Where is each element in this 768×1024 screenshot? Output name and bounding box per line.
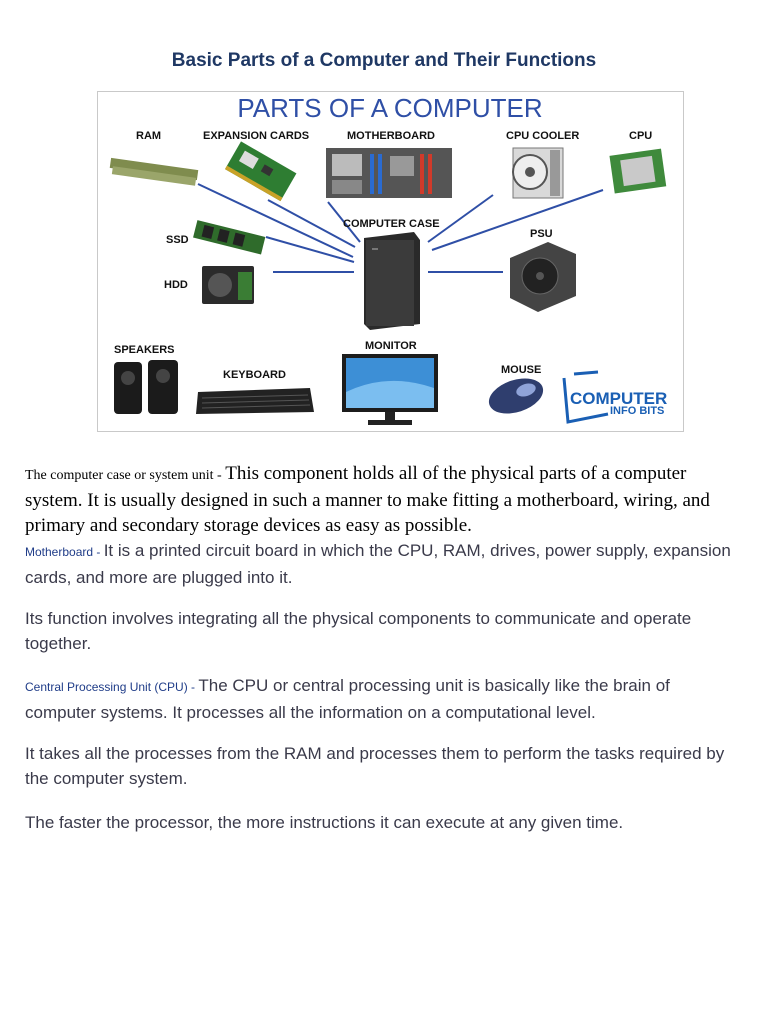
paragraph-cpu: Central Processing Unit (CPU) - The CPU …	[25, 673, 745, 725]
paragraph-lead: The computer case or system unit -	[25, 468, 226, 483]
label-cpu-cooler: CPU COOLER	[506, 130, 579, 142]
paragraph-lead: Motherboard -	[25, 545, 104, 559]
logo-line1: COMPUTER	[570, 389, 667, 408]
mouse-icon	[488, 378, 544, 414]
monitor-icon	[342, 354, 438, 425]
label-keyboard: KEYBOARD	[223, 369, 286, 381]
logo-line2: INFO BITS	[610, 405, 664, 417]
paragraph-text: This component holds all of the physical…	[25, 463, 710, 536]
label-cpu: CPU	[629, 130, 652, 142]
label-hdd: HDD	[164, 279, 188, 291]
label-ssd: SSD	[166, 234, 189, 246]
hdd-icon	[202, 266, 254, 304]
speakers-icon	[114, 360, 178, 414]
label-monitor: MONITOR	[365, 340, 417, 352]
paragraph-case: The computer case or system unit - This …	[25, 461, 745, 538]
figure-illustration: PARTS OF A COMPUTER RAM EXPANSION CARDS	[109, 93, 667, 425]
ssd-icon	[193, 220, 266, 255]
expansion-card-icon	[225, 141, 297, 202]
computer-case-icon	[364, 232, 420, 330]
label-computer-case: COMPUTER CASE	[343, 218, 440, 230]
label-motherboard: MOTHERBOARD	[347, 130, 435, 142]
figure-heading: PARTS OF A COMPUTER	[237, 93, 542, 123]
computer-info-bits-logo: COMPUTER INFO BITS	[562, 370, 667, 424]
psu-icon	[510, 242, 576, 312]
keyboard-icon	[196, 388, 314, 414]
label-psu: PSU	[530, 228, 553, 240]
page-title: Basic Parts of a Computer and Their Func…	[171, 50, 597, 71]
label-expansion-cards: EXPANSION CARDS	[203, 130, 309, 142]
paragraph-motherboard-function: Its function involves integrating all th…	[25, 609, 692, 653]
paragraph-motherboard: Motherboard - It is a printed circuit bo…	[25, 538, 745, 590]
motherboard-icon	[326, 148, 452, 198]
paragraph-text: It is a printed circuit board in which t…	[25, 541, 731, 587]
cpu-cooler-icon	[512, 147, 564, 199]
paragraph-cpu-speed: The faster the processor, the more instr…	[25, 813, 624, 832]
parts-of-computer-figure: PARTS OF A COMPUTER RAM EXPANSION CARDS	[97, 91, 684, 432]
label-speakers: SPEAKERS	[114, 344, 175, 356]
paragraph-text: The CPU or central processing unit is ba…	[25, 676, 670, 722]
label-ram: RAM	[136, 130, 161, 142]
ram-icon	[109, 157, 199, 186]
cpu-icon	[609, 148, 667, 194]
paragraph-lead: Central Processing Unit (CPU) -	[25, 680, 199, 694]
label-mouse: MOUSE	[501, 364, 541, 376]
paragraph-cpu-ram: It takes all the processes from the RAM …	[25, 744, 725, 788]
connector-lines	[197, 183, 604, 273]
